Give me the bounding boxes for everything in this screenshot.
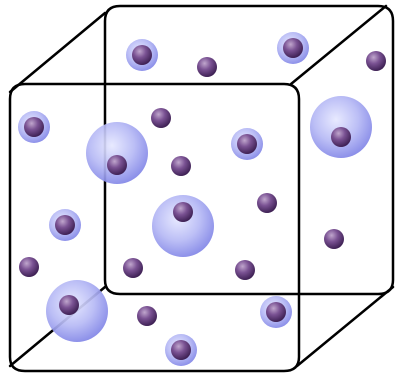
particle-core — [331, 127, 351, 147]
particle-core — [171, 340, 191, 360]
particle — [257, 193, 277, 213]
particle-small-halo — [18, 111, 50, 143]
particle-core — [283, 38, 303, 58]
cube-edge-top-left — [10, 13, 105, 92]
particle-core — [151, 108, 171, 128]
particle — [137, 306, 157, 326]
particle — [235, 260, 255, 280]
particle — [123, 258, 143, 278]
particles-group — [18, 32, 386, 366]
particle — [151, 108, 171, 128]
particle — [324, 229, 344, 249]
particle-core — [324, 229, 344, 249]
particle — [197, 57, 217, 77]
particle-small-halo — [260, 296, 292, 328]
particle-small-halo — [49, 209, 81, 241]
particle-core — [19, 257, 39, 277]
particle-core — [59, 295, 79, 315]
particle-core — [137, 306, 157, 326]
particle-core — [173, 202, 193, 222]
particle-large-halo — [152, 195, 214, 257]
particle-small-halo — [277, 32, 309, 64]
particle-core — [55, 215, 75, 235]
particle-core — [123, 258, 143, 278]
particle-small-halo — [231, 128, 263, 160]
particle — [366, 51, 386, 71]
particle — [19, 257, 39, 277]
particle-core — [197, 57, 217, 77]
particle-core — [107, 155, 127, 175]
particle-large-halo — [46, 280, 108, 342]
particle-core — [132, 45, 152, 65]
particle-core — [237, 134, 257, 154]
particle — [171, 156, 191, 176]
particle-large-halo — [310, 96, 372, 158]
particle-large-halo — [86, 122, 148, 184]
particle-core — [257, 193, 277, 213]
cube-edge-bottom-right — [297, 287, 393, 366]
particle-small-halo — [126, 39, 158, 71]
particle-small-halo — [165, 334, 197, 366]
particle-core — [366, 51, 386, 71]
particle-core — [24, 117, 44, 137]
particle-core — [171, 156, 191, 176]
particle-core — [266, 302, 286, 322]
particle-core — [235, 260, 255, 280]
